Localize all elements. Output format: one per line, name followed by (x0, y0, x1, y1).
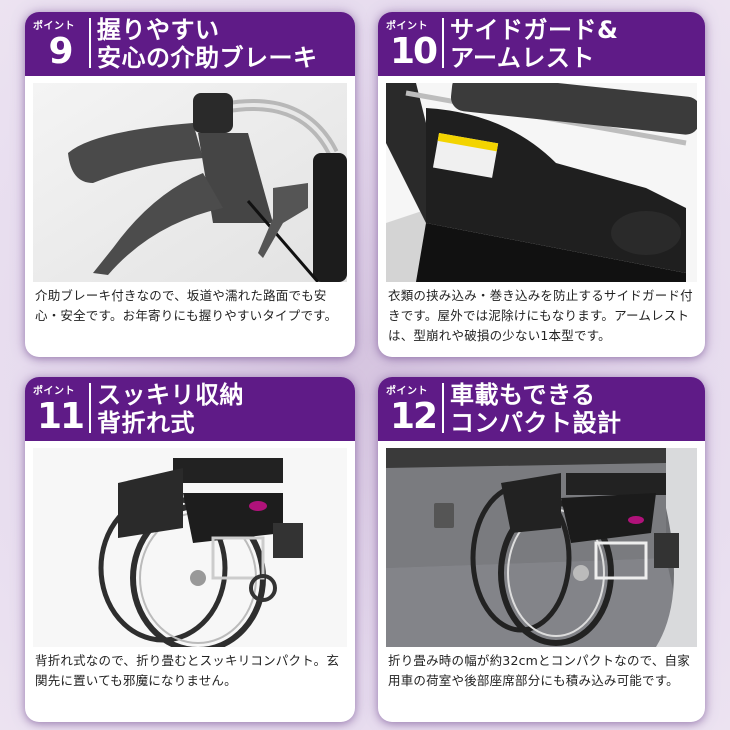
side-guard-photo (386, 83, 697, 282)
card-title: 車載もできる コンパクト設計 (450, 381, 622, 437)
card-description: 背折れ式なので、折り畳むとスッキリコンパクト。玄関先に置いても邪魔になりません。 (35, 653, 340, 688)
feature-card-folding: ポイント 11 スッキリ収納 背折れ式 背折れ式なので、折り畳むとスッキリコンパ… (25, 377, 355, 722)
header-divider (89, 18, 91, 68)
card-title: サイドガード& アームレスト (450, 16, 619, 72)
card-title: スッキリ収納 背折れ式 (97, 381, 244, 437)
card-header: ポイント 9 握りやすい 安心の介助ブレーキ (25, 12, 355, 76)
card-description: 折り畳み時の幅が約32cmとコンパクトなので、自家用車の荷室や後部座席部分にも積… (388, 653, 690, 688)
card-description: 介助ブレーキ付きなので、坂道や濡れた路面でも安心・安全です。お年寄りにも握りやす… (35, 288, 338, 323)
point-number: 9 (48, 31, 73, 72)
brake-lever-photo (33, 83, 347, 282)
card-header: ポイント 11 スッキリ収納 背折れ式 (25, 377, 355, 441)
header-divider (442, 18, 444, 68)
car-trunk-photo (386, 448, 697, 647)
folded-wheelchair-photo (33, 448, 347, 647)
feature-card-car-storage: ポイント 12 車載もできる コンパクト設計 折り畳み時の幅が約32cmとコンパ… (378, 377, 705, 722)
point-label: ポイント (33, 386, 75, 397)
header-divider (89, 383, 91, 433)
point-label: ポイント (386, 21, 428, 32)
point-number: 10 (389, 31, 438, 72)
point-label: ポイント (386, 386, 428, 397)
feature-card-brake: ポイント 9 握りやすい 安心の介助ブレーキ 介助ブレーキ付きなので、坂道や濡れ… (25, 12, 355, 357)
point-label: ポイント (33, 21, 75, 32)
header-divider (442, 383, 444, 433)
card-description: 衣類の挟み込み・巻き込みを防止するサイドガード付きです。屋外では泥除けにもなりま… (388, 288, 693, 343)
card-title: 握りやすい 安心の介助ブレーキ (97, 16, 318, 72)
card-header: ポイント 12 車載もできる コンパクト設計 (378, 377, 705, 441)
point-number: 11 (36, 396, 85, 437)
feature-card-side-guard: ポイント 10 サイドガード& アームレスト 衣類の挟み込み・巻き込みを防止する… (378, 12, 705, 357)
point-number: 12 (389, 396, 438, 437)
card-header: ポイント 10 サイドガード& アームレスト (378, 12, 705, 76)
